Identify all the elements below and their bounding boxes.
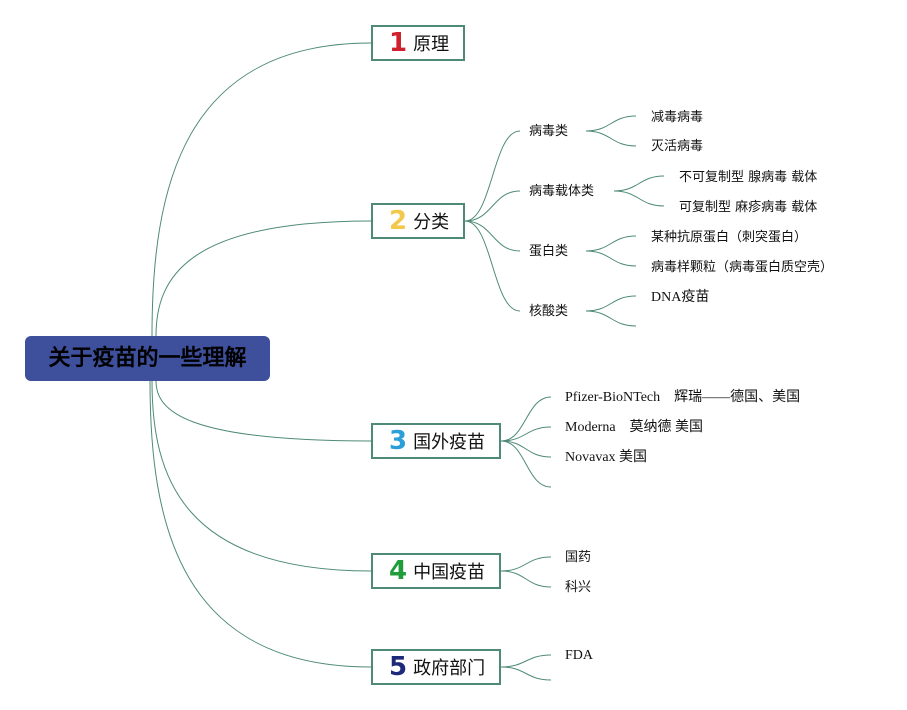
leaf-inactivated-virus[interactable]: 灭活病毒 <box>651 139 704 154</box>
link-leaf-empty <box>585 310 637 327</box>
root-topic[interactable]: 关于疫苗的一些理解 <box>25 336 270 381</box>
leaf-fda[interactable]: FDA <box>565 648 594 663</box>
link-foreign-2 <box>500 440 552 458</box>
category-viral-vector[interactable]: 病毒载体类 <box>529 184 595 199</box>
branch-principle[interactable]: 1 原理 <box>371 25 465 61</box>
branch-foreign-vaccines[interactable]: 3 国外疫苗 <box>371 423 501 459</box>
branch-label: 中国疫苗 <box>413 562 486 583</box>
link-category-3 <box>464 220 521 312</box>
link-leaf-dna <box>585 295 637 312</box>
number-badge-5: 5 <box>389 652 408 682</box>
leaf-dna-vaccine[interactable]: DNA疫苗 <box>651 290 710 305</box>
branch-classification[interactable]: 2 分类 <box>371 203 465 239</box>
link-leaf-measles <box>613 190 665 207</box>
link-leaf-vlp <box>585 250 637 267</box>
branch-china-vaccines[interactable]: 4 中国疫苗 <box>371 553 501 589</box>
leaf-sinopharm[interactable]: 国药 <box>565 550 592 565</box>
link-foreign-1 <box>500 426 552 442</box>
branch-label: 分类 <box>413 212 450 233</box>
link-gov-1 <box>500 666 552 681</box>
branch-label: 国外疫苗 <box>413 432 486 453</box>
link-china-1 <box>500 570 552 588</box>
number-badge-2: 2 <box>389 206 408 236</box>
link-root-foreign <box>155 380 372 442</box>
link-leaf-adenovirus <box>613 175 665 192</box>
leaf-moderna[interactable]: Moderna 莫纳德 美国 <box>565 420 704 435</box>
leaf-pfizer[interactable]: Pfizer-BioNTech 辉瑞——德国、美国 <box>565 390 801 405</box>
link-category-2 <box>464 220 521 252</box>
category-protein[interactable]: 蛋白类 <box>529 244 569 259</box>
link-gov-0 <box>500 654 552 668</box>
leaf-antigen-protein[interactable]: 某种抗原蛋白（刺突蛋白） <box>651 230 808 245</box>
leaf-attenuated-virus[interactable]: 减毒病毒 <box>651 110 704 125</box>
link-category-1 <box>464 190 521 222</box>
link-china-0 <box>500 556 552 572</box>
link-leaf-inactivated <box>585 130 637 147</box>
number-badge-1: 1 <box>389 28 408 58</box>
link-foreign-3 <box>500 440 552 488</box>
leaf-measles-vector[interactable]: 可复制型 麻疹病毒 载体 <box>679 200 818 215</box>
number-badge-4: 4 <box>389 556 408 586</box>
link-root-principle <box>151 42 372 337</box>
link-foreign-0 <box>500 396 552 442</box>
link-leaf-attenuated <box>585 115 637 132</box>
leaf-sinovac[interactable]: 科兴 <box>565 580 592 595</box>
leaf-novavax[interactable]: Novavax 美国 <box>565 450 648 465</box>
link-leaf-antigen <box>585 235 637 252</box>
number-badge-3: 3 <box>389 426 408 456</box>
leaf-virus-like-particle[interactable]: 病毒样颗粒（病毒蛋白质空壳） <box>651 260 834 275</box>
link-root-government <box>149 380 372 668</box>
category-nucleic-acid[interactable]: 核酸类 <box>529 304 569 319</box>
link-root-classification <box>155 220 372 337</box>
branch-label: 原理 <box>413 34 450 55</box>
branch-label: 政府部门 <box>413 658 486 679</box>
link-root-china <box>151 380 372 572</box>
branch-government[interactable]: 5 政府部门 <box>371 649 501 685</box>
category-virus[interactable]: 病毒类 <box>529 124 569 139</box>
leaf-adenovirus-vector[interactable]: 不可复制型 腺病毒 载体 <box>679 170 818 185</box>
link-category-0 <box>464 130 521 222</box>
